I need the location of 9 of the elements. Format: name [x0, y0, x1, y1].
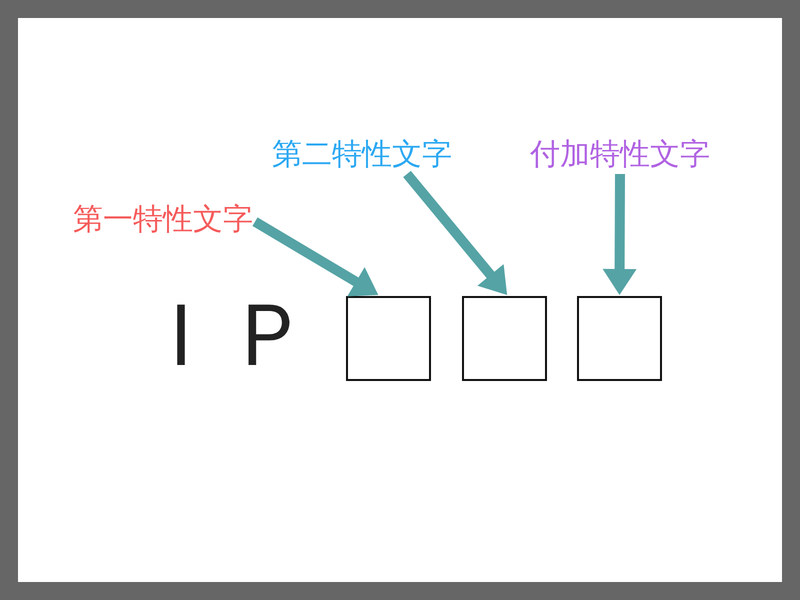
callout-label: 付加特性文字: [530, 138, 710, 172]
arrow: [252, 217, 381, 300]
code-prefix: ＩＰ: [137, 290, 313, 380]
arrow: [602, 174, 637, 296]
placeholder-box: [346, 296, 431, 381]
callout-label: 第二特性文字: [272, 138, 452, 172]
placeholder-box: [577, 296, 662, 381]
placeholder-box: [462, 296, 547, 381]
callout-label: 第一特性文字: [73, 203, 253, 237]
